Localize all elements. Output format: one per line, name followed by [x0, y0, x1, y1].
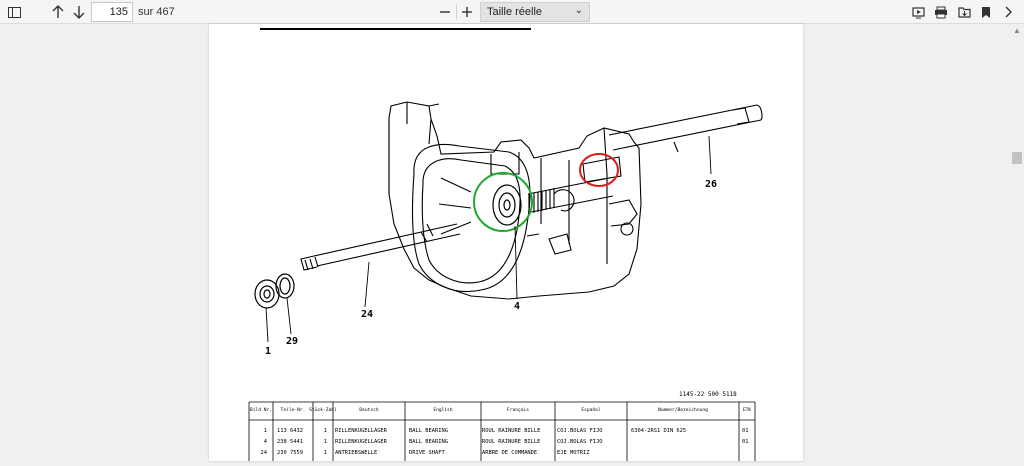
svg-text:238 5441: 238 5441 [277, 439, 303, 445]
more-icon[interactable] [999, 3, 1017, 21]
svg-text:ARBRE DE COMMANDE: ARBRE DE COMMANDE [482, 450, 537, 456]
table-row: 1 113 6432 1 RILLENKUGELLAGER BALL BEARI… [264, 428, 749, 434]
toolbar-divider [456, 4, 457, 20]
arrow-down-icon[interactable] [70, 3, 88, 21]
svg-text:1: 1 [264, 428, 267, 434]
svg-text:ROUL RAINURE BILLE: ROUL RAINURE BILLE [482, 439, 540, 445]
zoom-select[interactable]: Taille réelle ⌄ [480, 2, 590, 22]
col-francais: Français [507, 407, 529, 413]
svg-text:24: 24 [261, 450, 268, 456]
ref-code: 1145-22 500 5118 [679, 391, 737, 398]
pdf-page: 1 29 24 4 26 1145-22 500 5118 [209, 24, 803, 461]
present-icon[interactable] [909, 3, 927, 21]
svg-text:1: 1 [324, 439, 327, 445]
svg-text:BALL BEARING: BALL BEARING [409, 428, 448, 434]
svg-text:RILLENKUGELLAGER: RILLENKUGELLAGER [335, 428, 388, 434]
svg-text:01: 01 [742, 439, 749, 445]
svg-text:6304-2RS1 DIN 625: 6304-2RS1 DIN 625 [631, 428, 686, 434]
col-teile: Teile-Nr. [281, 407, 306, 413]
table-header: Bild Nr. Teile-Nr. Stück-Zahl Deutsch En… [250, 407, 751, 413]
table-row: 4 238 5441 1 RILLENKUGELLAGER BALL BEARI… [264, 439, 749, 445]
zoom-select-value: Taille réelle [487, 6, 543, 18]
callout-29: 29 [286, 336, 298, 347]
callout-26: 26 [705, 179, 717, 190]
vertical-scrollbar[interactable]: ▲ [1010, 24, 1024, 461]
svg-text:113 6432: 113 6432 [277, 428, 303, 434]
svg-text:230 7559: 230 7559 [277, 450, 303, 456]
svg-text:COJ.BOLAS FIJO: COJ.BOLAS FIJO [557, 428, 602, 434]
scrollbar-thumb[interactable] [1012, 152, 1022, 164]
plus-icon[interactable] [458, 3, 476, 21]
chevron-down-icon: ⌄ [574, 5, 583, 16]
col-english: English [433, 407, 453, 413]
svg-text:RILLENKUGELLAGER: RILLENKUGELLAGER [335, 439, 388, 445]
page-total-label: sur 467 [138, 6, 175, 18]
col-stueck: Stück-Zahl [309, 407, 337, 413]
arrow-up-icon[interactable] [49, 3, 67, 21]
scroll-up-arrow-icon[interactable]: ▲ [1013, 26, 1021, 35]
col-deutsch: Deutsch [359, 407, 379, 413]
col-espanol: Español [581, 407, 601, 413]
svg-text:COJ.BOLAS FIJO: COJ.BOLAS FIJO [557, 439, 602, 445]
svg-text:DRIVE SHAFT: DRIVE SHAFT [409, 450, 445, 456]
callout-24: 24 [361, 309, 373, 320]
parts-diagram: 1 29 24 4 26 1145-22 500 5118 [248, 28, 763, 461]
print-icon[interactable] [932, 3, 950, 21]
svg-text:01: 01 [742, 428, 749, 434]
svg-text:ANTRIEBSWELLE: ANTRIEBSWELLE [335, 450, 377, 456]
svg-text:1: 1 [324, 450, 327, 456]
col-nummer: Nummer/Bezeichnung [658, 407, 708, 413]
document-viewer[interactable]: 1 29 24 4 26 1145-22 500 5118 [0, 24, 1024, 461]
sidebar-toggle-icon[interactable] [5, 3, 23, 21]
svg-text:4: 4 [264, 439, 267, 445]
save-icon[interactable] [955, 3, 973, 21]
table-row: 24 230 7559 1 ANTRIEBSWELLE DRIVE SHAFT … [261, 450, 591, 456]
page-number-input[interactable] [91, 2, 133, 22]
svg-text:ROUL RAINURE BILLE: ROUL RAINURE BILLE [482, 428, 540, 434]
col-etk: ETK [743, 407, 752, 413]
col-bild: Bild Nr. [250, 407, 272, 413]
svg-text:1: 1 [324, 428, 327, 434]
bookmark-icon[interactable] [977, 3, 995, 21]
svg-text:BALL BEARING: BALL BEARING [409, 439, 448, 445]
minus-icon[interactable] [436, 3, 454, 21]
svg-text:EJE MOTRIZ: EJE MOTRIZ [557, 450, 590, 456]
callout-4: 4 [514, 301, 520, 312]
pdf-toolbar: sur 467 Taille réelle ⌄ [0, 0, 1024, 24]
callout-1: 1 [265, 346, 271, 357]
